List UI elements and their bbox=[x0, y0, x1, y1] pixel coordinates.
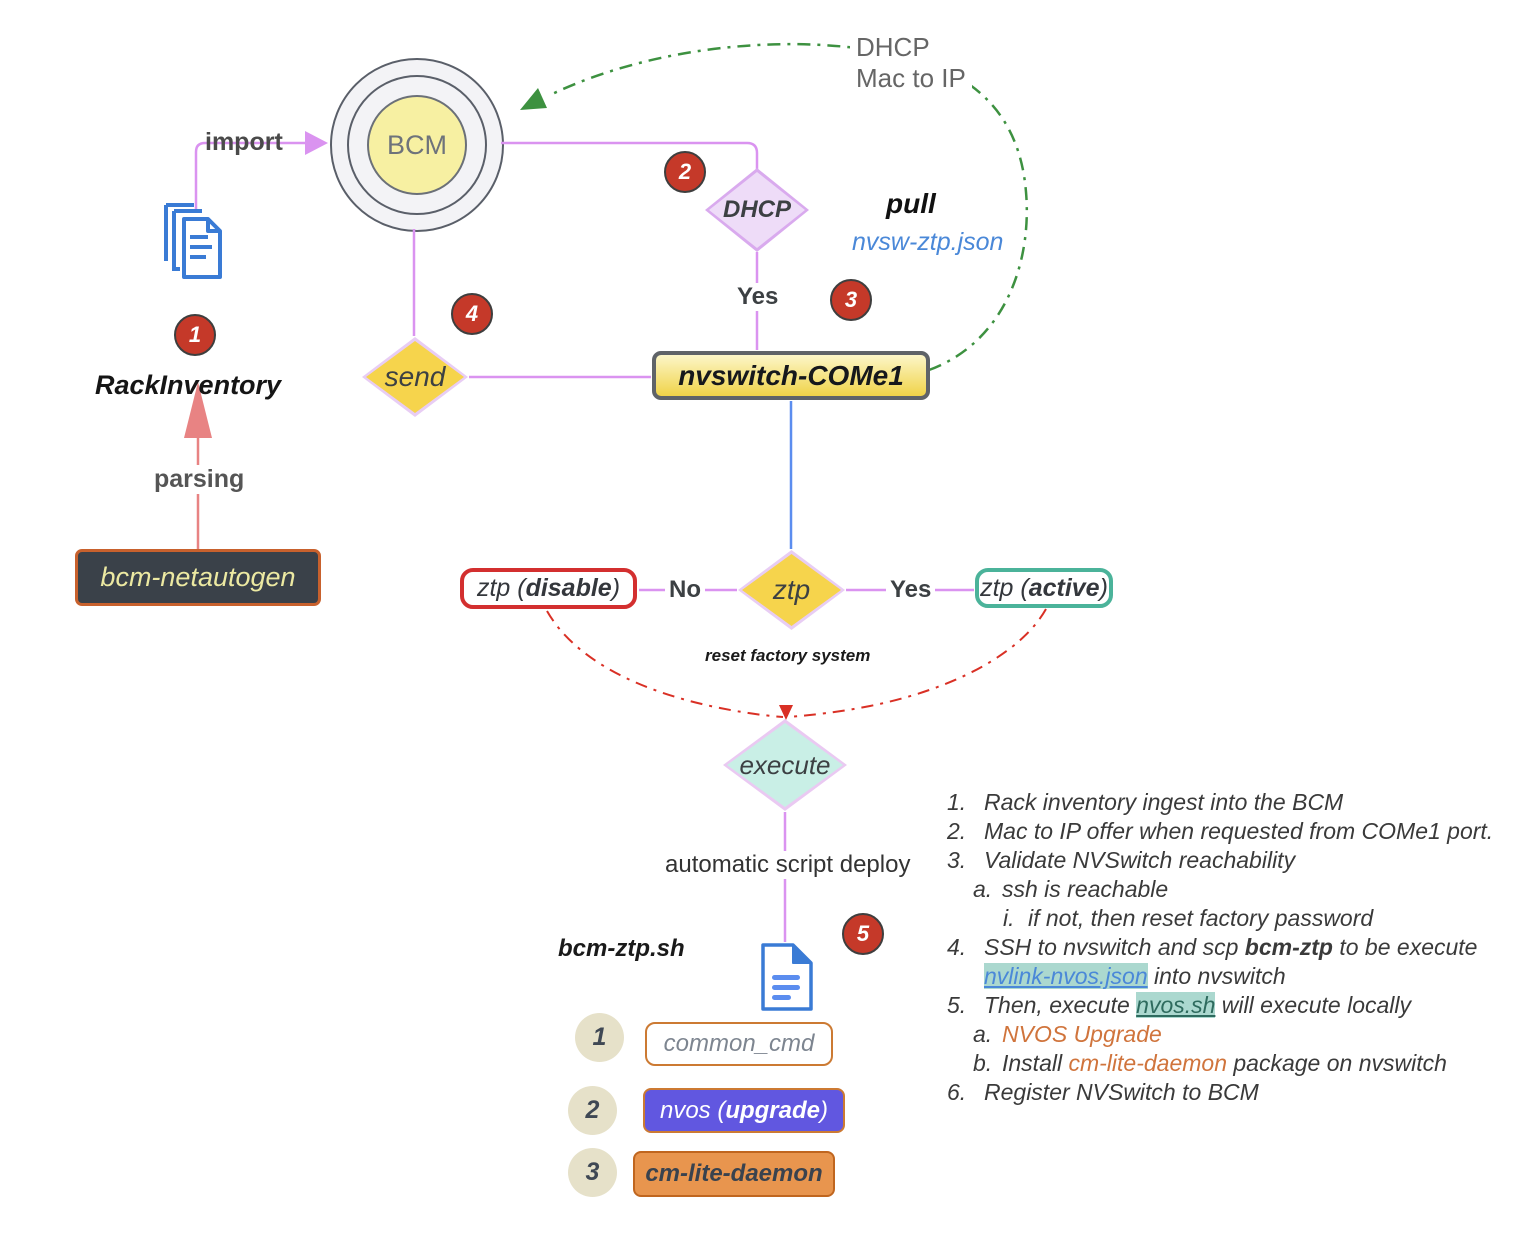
execute-node: execute bbox=[723, 719, 847, 811]
ztp-disable-node: ztp (disable) bbox=[460, 568, 637, 609]
rack-inventory-label: RackInventory bbox=[95, 370, 282, 400]
note-text: Register NVSwitch to BCM bbox=[984, 1079, 1259, 1105]
reset-factory-label: reset factory system bbox=[705, 646, 871, 665]
pull-label: pull bbox=[886, 188, 936, 219]
parsing-arrowhead-icon bbox=[184, 382, 212, 438]
script-item-2-number: 2 bbox=[568, 1086, 617, 1135]
bcm-netautogen-node: bcm-netautogen bbox=[75, 549, 321, 606]
note-text: nvlink-nvos.json into nvswitch bbox=[984, 963, 1286, 989]
note-number: 1. bbox=[947, 789, 967, 815]
execute-label: execute bbox=[739, 749, 831, 780]
nvos-upgrade-node: nvos (upgrade) bbox=[643, 1088, 845, 1133]
pages-icon bbox=[160, 203, 230, 281]
bcm-label: BCM bbox=[387, 129, 447, 160]
cm-lite-daemon-node: cm-lite-daemon bbox=[633, 1151, 835, 1197]
ztp-active-bold: active bbox=[1028, 573, 1100, 602]
note-row: a. NVOS Upgrade bbox=[973, 1020, 1532, 1049]
connector-active-execute bbox=[788, 608, 1047, 718]
common-cmd-label: common_cmd bbox=[663, 1030, 815, 1057]
send-node: send bbox=[362, 337, 468, 417]
note-number: 2. bbox=[947, 818, 967, 844]
nvswitch-come1-node: nvswitch-COMe1 bbox=[652, 351, 930, 400]
note-row: i. if not, then reset factory password bbox=[1003, 904, 1532, 933]
note-row: 3. Validate NVSwitch reachability bbox=[947, 846, 1532, 875]
cm-lite-daemon-label: cm-lite-daemon bbox=[645, 1160, 823, 1187]
note-text: Mac to IP offer when requested from COMe… bbox=[984, 818, 1494, 844]
note-row: 2. Mac to IP offer when requested from CO… bbox=[947, 817, 1532, 846]
step-badge-3: 3 bbox=[830, 279, 872, 321]
import-label: import bbox=[205, 128, 283, 156]
red-arrowhead-icon bbox=[779, 705, 793, 720]
note-number: a. bbox=[973, 1021, 993, 1047]
note-number: b. bbox=[973, 1050, 993, 1076]
connector-bcm-dhcp bbox=[501, 141, 759, 170]
nvos-post: ) bbox=[820, 1096, 829, 1124]
ztp-decision: ztp bbox=[738, 550, 845, 630]
note-text: Install cm-lite-daemon package on nvswit… bbox=[1002, 1050, 1447, 1076]
step-badge-4: 4 bbox=[451, 293, 493, 335]
note-text: Then, execute nvos.sh will execute local… bbox=[984, 992, 1412, 1018]
bcm-ztp-sh-label: bcm-ztp.sh bbox=[558, 935, 685, 962]
ztp-disable-post: ) bbox=[611, 574, 621, 602]
step-badge-1: 1 bbox=[174, 314, 216, 356]
parsing-label: parsing bbox=[150, 465, 249, 494]
ztp-active-pre: ztp ( bbox=[980, 573, 1029, 602]
note-row: 5. Then, execute nvos.sh will execute loc… bbox=[947, 991, 1532, 1020]
note-number: 5. bbox=[947, 992, 967, 1018]
note-row: b. Install cm-lite-daemon package on nvsw… bbox=[973, 1049, 1532, 1078]
green-arrowhead-icon bbox=[520, 88, 547, 110]
dhcp-decision: DHCP bbox=[705, 168, 809, 252]
script-item-1-number: 1 bbox=[575, 1013, 624, 1062]
note-row: 4. SSH to nvswitch and scp bcm-ztp to be … bbox=[947, 933, 1532, 962]
ztp-active-node: ztp (active) bbox=[975, 568, 1113, 608]
step-badge-5: 5 bbox=[842, 913, 884, 955]
no-label: No bbox=[665, 576, 705, 604]
note-text: ssh is reachable bbox=[1002, 876, 1169, 902]
bcm-node: BCM bbox=[367, 95, 467, 195]
note-number: 3. bbox=[947, 847, 967, 873]
dhcp-mac-line2: Mac to IP bbox=[856, 63, 966, 93]
note-text: Validate NVSwitch reachability bbox=[984, 847, 1296, 873]
pull-file-label: nvsw-ztp.json bbox=[852, 228, 1004, 256]
yes-right-label: Yes bbox=[886, 576, 936, 604]
ztp-active-post: ) bbox=[1099, 573, 1108, 602]
script-item-3-number: 3 bbox=[568, 1148, 617, 1197]
step-badge-2: 2 bbox=[664, 151, 706, 193]
note-row: 6. Register NVSwitch to BCM bbox=[947, 1078, 1532, 1107]
note-number: 4. bbox=[947, 934, 967, 960]
send-label: send bbox=[384, 361, 446, 392]
connector-import bbox=[194, 141, 305, 210]
ztp-disable-bold: disable bbox=[525, 574, 612, 602]
ztp-label: ztp bbox=[772, 574, 811, 605]
yes-top-label: Yes bbox=[733, 283, 783, 311]
note-number: 6. bbox=[947, 1079, 967, 1105]
note-row: a. ssh is reachable bbox=[973, 875, 1532, 904]
auto-deploy-label: automatic script deploy bbox=[661, 851, 915, 879]
nvos-pre: nvos ( bbox=[659, 1096, 726, 1124]
connector-dhcp-pull-curve bbox=[547, 42, 1028, 372]
note-row: 1. Rack inventory ingest into the BCM bbox=[947, 788, 1532, 817]
note-row: nvlink-nvos.json into nvswitch bbox=[947, 962, 1532, 991]
note-text: if not, then reset factory password bbox=[1028, 905, 1374, 931]
nvos-bold: upgrade bbox=[725, 1096, 821, 1124]
dhcp-mac-line1: DHCP bbox=[856, 32, 930, 62]
note-number: a. bbox=[973, 876, 993, 902]
note-text: SSH to nvswitch and scp bcm-ztp to be ex… bbox=[984, 934, 1478, 960]
note-number: i. bbox=[1003, 905, 1015, 931]
dhcp-label: DHCP bbox=[722, 196, 791, 223]
bcm-netautogen-label: bcm-netautogen bbox=[100, 562, 296, 592]
common-cmd-node: common_cmd bbox=[645, 1022, 833, 1066]
notes-list: 1. Rack inventory ingest into the BCM 2. Ma… bbox=[947, 788, 1532, 1107]
note-text: NVOS Upgrade bbox=[1002, 1021, 1162, 1047]
script-file-icon bbox=[755, 942, 817, 1012]
dhcp-mac-to-ip-label: DHCP Mac to IP bbox=[850, 30, 972, 96]
note-number bbox=[947, 962, 984, 991]
import-arrowhead-icon bbox=[305, 131, 328, 155]
ztp-disable-pre: ztp ( bbox=[476, 574, 526, 602]
connector-disable-execute bbox=[546, 610, 784, 718]
note-text: Rack inventory ingest into the BCM bbox=[984, 789, 1344, 815]
nvswitch-come1-label: nvswitch-COMe1 bbox=[678, 359, 904, 391]
